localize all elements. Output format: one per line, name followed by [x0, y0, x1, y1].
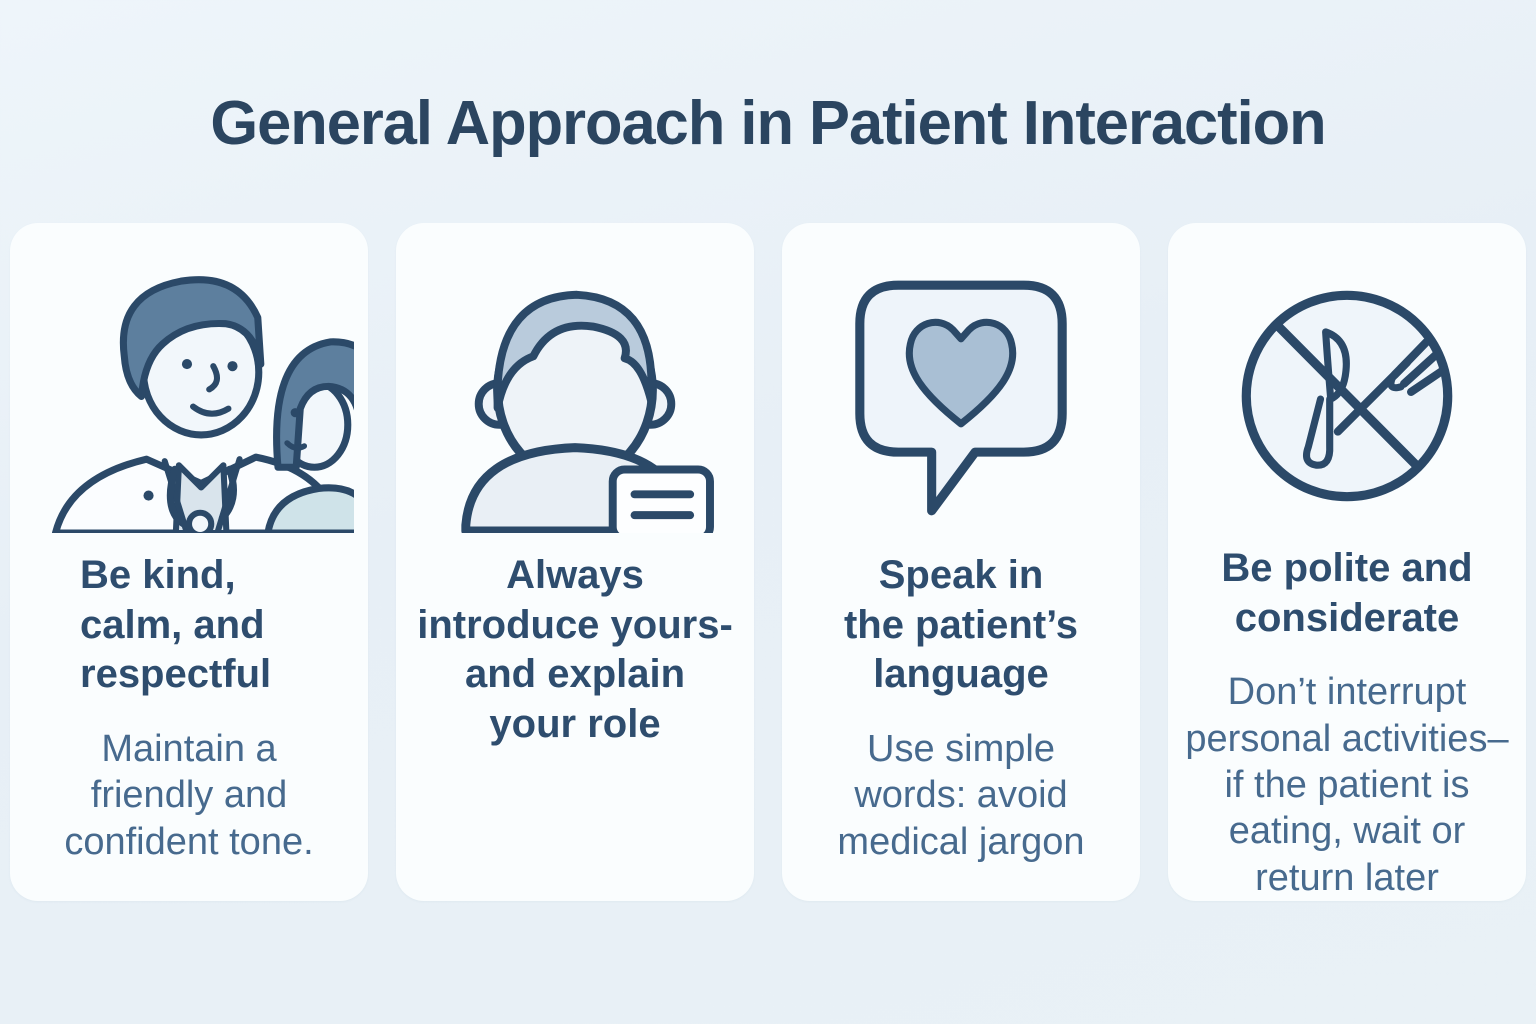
card-introduce-yourself: Always introduce yours- and explain your…: [396, 223, 754, 901]
card-be-kind: Be kind, calm, and respectful Maintain a…: [10, 223, 368, 901]
card-body: Use simple words: avoid medical jargon: [837, 727, 1085, 863]
card-polite-considerate: Be polite and considerate Don’t interrup…: [1168, 223, 1526, 901]
card-row: Be kind, calm, and respectful Maintain a…: [0, 223, 1536, 901]
card-heading: Speak in the patient’s language: [843, 553, 1079, 697]
no-eating-icon: [1230, 265, 1464, 526]
card-body: Maintain a friendly and confident tone.: [64, 727, 314, 863]
page-title: General Approach in Patient Interaction: [210, 89, 1326, 158]
doctor-and-patient-icon: [24, 265, 354, 533]
speech-bubble-heart-icon: [839, 265, 1083, 533]
person-with-name-badge-icon: [432, 265, 718, 533]
card-heading: Be kind, calm, and respectful: [80, 553, 272, 697]
card-heading: Always introduce yours- and explain your…: [417, 553, 733, 746]
card-heading: Be polite and considerate: [1221, 546, 1473, 640]
card-body: Don’t interrupt personal activities– if …: [1185, 671, 1509, 899]
card-patient-language: Speak in the patient’s language Use simp…: [782, 223, 1140, 901]
